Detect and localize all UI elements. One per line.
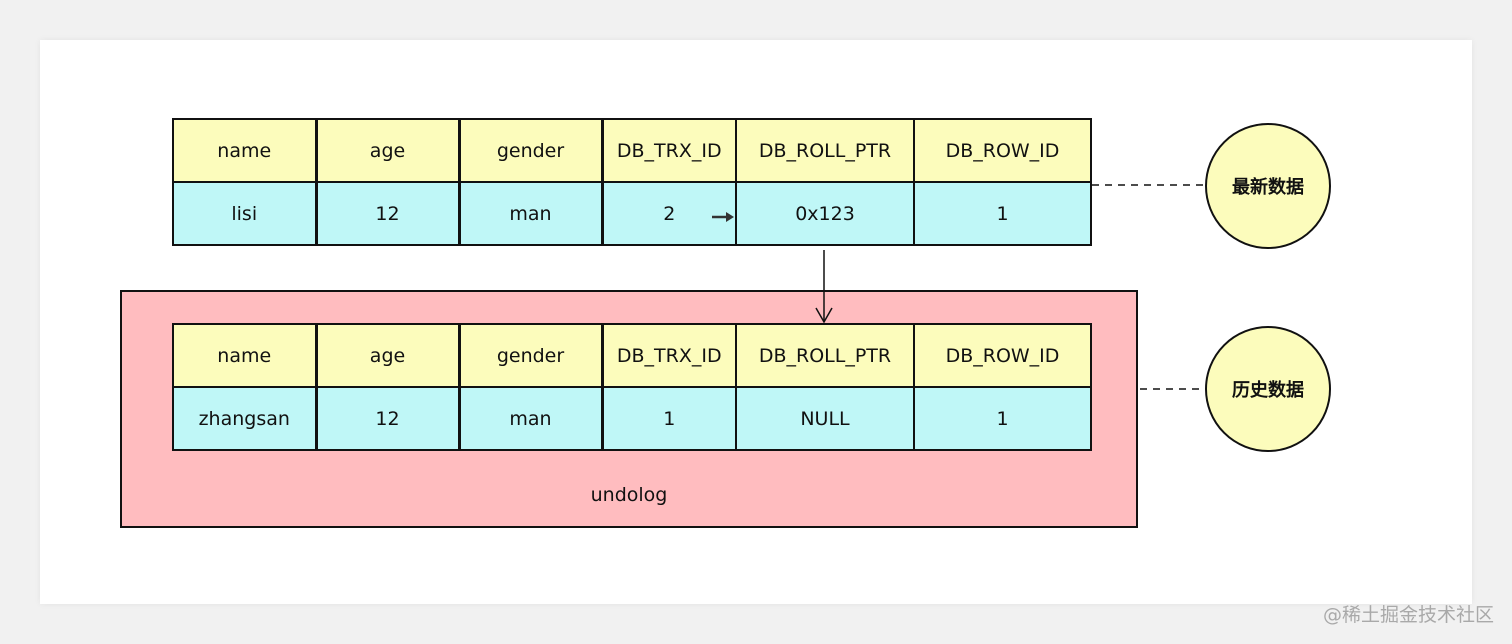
- latest-roll-ptr-cell: 0x123: [735, 181, 915, 246]
- column-header-db-roll-ptr: DB_ROLL_PTR: [735, 323, 915, 388]
- latest-header-row: name age gender DB_TRX_ID DB_ROLL_PTR DB…: [172, 118, 1092, 183]
- column-header-db-row-id: DB_ROW_ID: [913, 118, 1092, 183]
- column-header-gender: gender: [458, 323, 604, 388]
- column-header-db-row-id: DB_ROW_ID: [913, 323, 1092, 388]
- latest-row-id-cell: 1: [913, 181, 1092, 246]
- latest-name-cell: lisi: [172, 181, 318, 246]
- column-header-age: age: [315, 323, 461, 388]
- history-trx-id-cell: 1: [601, 386, 737, 451]
- history-record-table: name age gender DB_TRX_ID DB_ROLL_PTR DB…: [172, 323, 1092, 451]
- column-header-db-roll-ptr: DB_ROLL_PTR: [735, 118, 915, 183]
- history-value-row: zhangsan 12 man 1 NULL 1: [172, 386, 1092, 451]
- history-gender-cell: man: [458, 386, 604, 451]
- history-header-row: name age gender DB_TRX_ID DB_ROLL_PTR DB…: [172, 323, 1092, 388]
- latest-value-row: lisi 12 man 2 0x123 1: [172, 181, 1092, 246]
- column-header-age: age: [315, 118, 461, 183]
- watermark: @稀土掘金技术社区: [1322, 604, 1494, 626]
- history-name-cell: zhangsan: [172, 386, 318, 451]
- history-roll-ptr-cell: NULL: [735, 386, 915, 451]
- column-header-db-trx-id: DB_TRX_ID: [601, 118, 737, 183]
- history-data-circle: 历史数据: [1205, 326, 1331, 452]
- history-data-label: 历史数据: [1232, 380, 1304, 401]
- column-header-name: name: [172, 323, 318, 388]
- latest-trx-id-cell: 2: [601, 181, 737, 246]
- latest-gender-cell: man: [458, 181, 604, 246]
- latest-age-cell: 12: [315, 181, 461, 246]
- undolog-label: undolog: [590, 484, 668, 506]
- column-header-name: name: [172, 118, 318, 183]
- history-age-cell: 12: [315, 386, 461, 451]
- history-row-id-cell: 1: [913, 386, 1092, 451]
- column-header-db-trx-id: DB_TRX_ID: [601, 323, 737, 388]
- column-header-gender: gender: [458, 118, 604, 183]
- latest-data-label: 最新数据: [1232, 177, 1304, 198]
- latest-data-circle: 最新数据: [1205, 123, 1331, 249]
- latest-record-table: name age gender DB_TRX_ID DB_ROLL_PTR DB…: [172, 118, 1092, 246]
